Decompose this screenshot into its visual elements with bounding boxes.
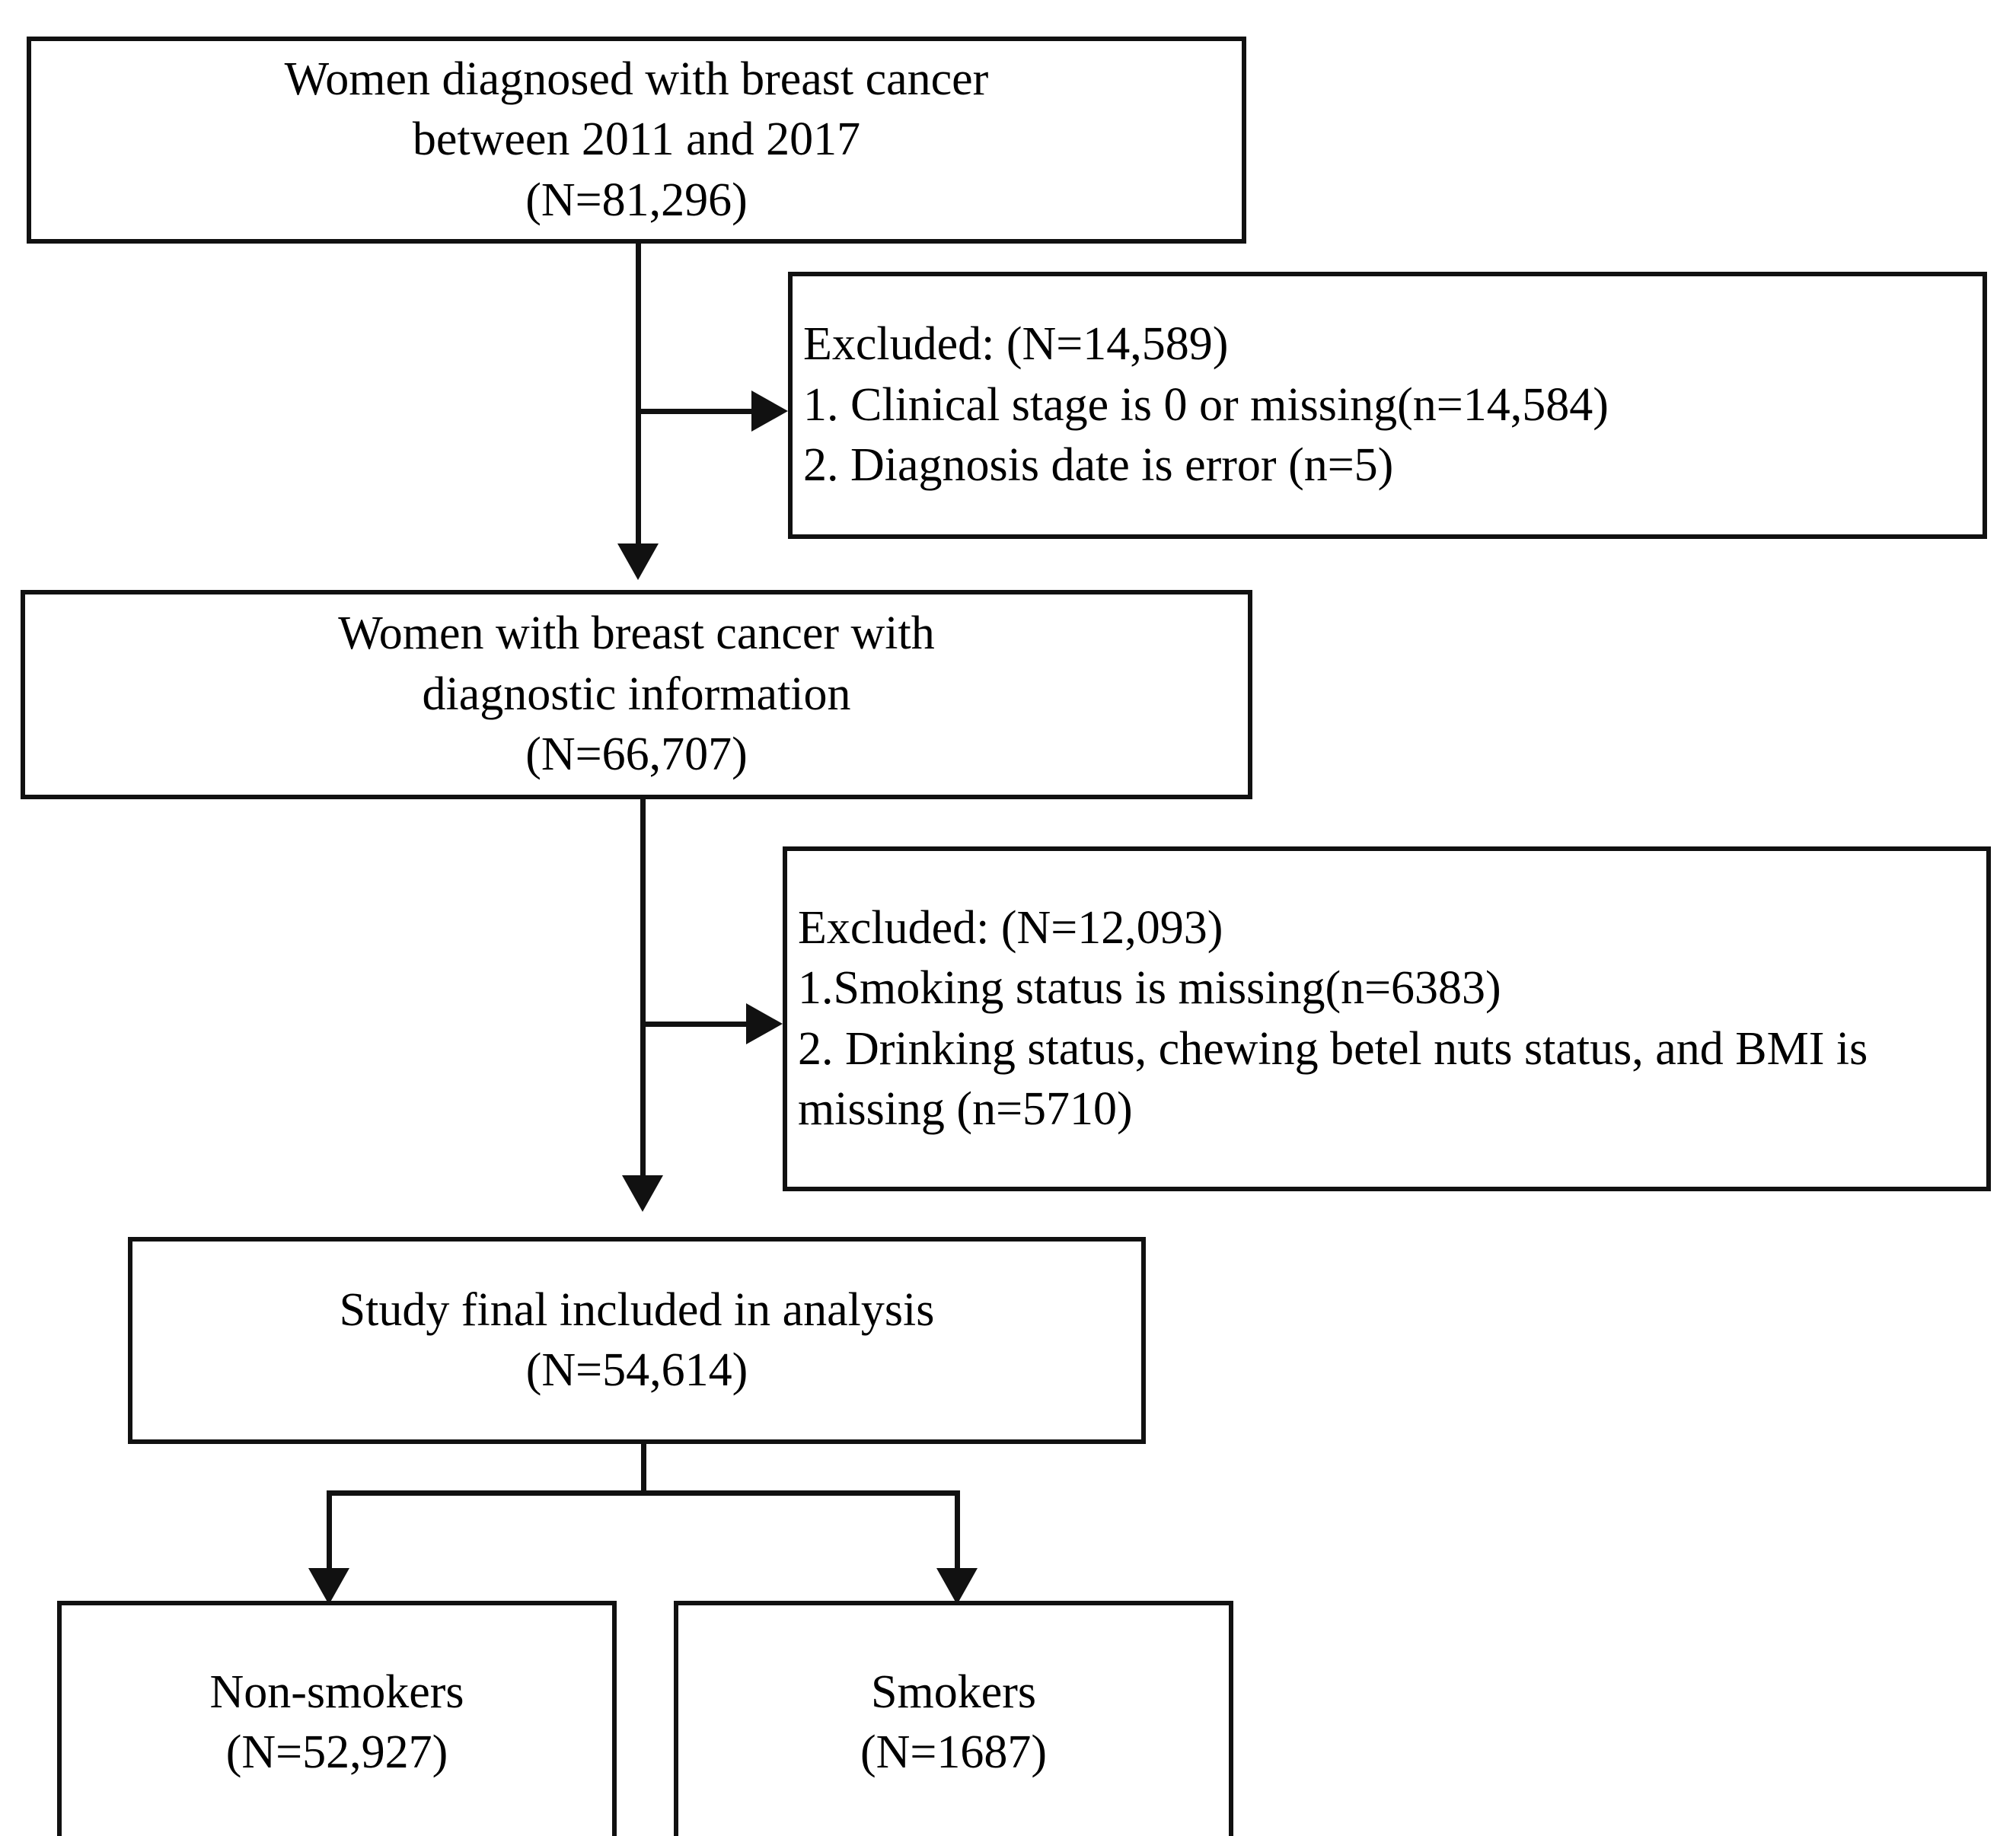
diagnostic-line-3: (N=66,707) xyxy=(525,728,748,781)
connector-split-left xyxy=(327,1490,332,1574)
excluded-1-line-3: 2. Diagnosis date is error (n=5) xyxy=(803,439,1394,492)
connector-branch-excluded-1 xyxy=(638,409,756,414)
flow-box-non-smokers: Non-smokers (N=52,927) xyxy=(57,1601,617,1836)
smokers-line-2: (N=1687) xyxy=(860,1726,1048,1778)
connector-diagnostic-stem xyxy=(640,799,646,1180)
diagnostic-line-1: Women with breast cancer with xyxy=(338,607,935,660)
connector-split-right xyxy=(955,1490,960,1574)
connector-split-stem xyxy=(641,1444,646,1496)
arrow-diagnostic-to-final xyxy=(622,1175,663,1212)
flow-box-excluded-2: Excluded: (N=12,093) 1.Smoking status is… xyxy=(783,846,1991,1191)
excluded-2-line-3: 2. Drinking status, chewing betel nuts s… xyxy=(798,1022,1868,1135)
smokers-line-1: Smokers xyxy=(871,1665,1036,1718)
excluded-1-line-1: Excluded: (N=14,589) xyxy=(803,318,1229,371)
arrow-to-excluded-2 xyxy=(746,1003,783,1044)
final-line-1: Study final included in analysis xyxy=(339,1283,935,1336)
flow-box-smokers: Smokers (N=1687) xyxy=(674,1601,1233,1836)
excluded-2-line-1: Excluded: (N=12,093) xyxy=(798,901,1223,954)
cohort-line-2: between 2011 and 2017 xyxy=(412,113,861,166)
arrow-cohort-to-diagnostic xyxy=(617,543,659,580)
connector-split-bar xyxy=(327,1490,960,1496)
flow-box-excluded-1: Excluded: (N=14,589) 1. Clinical stage i… xyxy=(788,272,1987,539)
arrow-to-non-smokers xyxy=(308,1568,349,1605)
excluded-1-line-2: 1. Clinical stage is 0 or missing(n=14,5… xyxy=(803,378,1609,431)
cohort-line-3: (N=81,296) xyxy=(525,174,748,226)
flow-box-cohort: Women diagnosed with breast cancer betwe… xyxy=(27,37,1246,244)
non-smokers-line-1: Non-smokers xyxy=(209,1665,464,1718)
diagnostic-line-2: diagnostic information xyxy=(422,668,851,720)
final-line-2: (N=54,614) xyxy=(525,1344,748,1396)
connector-branch-excluded-2 xyxy=(643,1022,750,1027)
flow-box-diagnostic: Women with breast cancer with diagnostic… xyxy=(21,590,1252,799)
excluded-2-line-2: 1.Smoking status is missing(n=6383) xyxy=(798,962,1501,1015)
arrow-to-smokers xyxy=(936,1568,978,1605)
cohort-line-1: Women diagnosed with breast cancer xyxy=(284,53,989,105)
flow-box-final: Study final included in analysis (N=54,6… xyxy=(128,1237,1146,1444)
connector-cohort-stem xyxy=(636,244,641,548)
arrow-to-excluded-1 xyxy=(751,390,788,432)
non-smokers-line-2: (N=52,927) xyxy=(225,1726,448,1778)
